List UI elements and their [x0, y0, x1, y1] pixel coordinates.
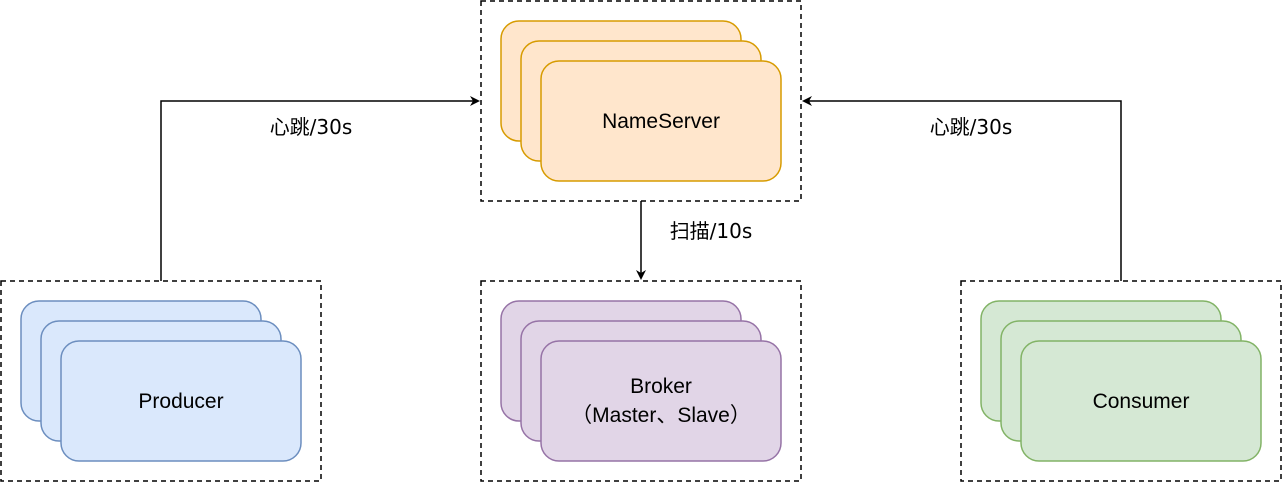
producer-label: Producer — [138, 390, 223, 413]
broker-card-front — [540, 340, 782, 462]
consumer-stack[interactable]: Consumer — [980, 300, 1262, 462]
consumer-heartbeat-label: 心跳/30s — [930, 115, 1013, 139]
nameserver-card-front — [540, 60, 782, 182]
broker-label: Broker — [630, 375, 692, 398]
broker-group — [480, 280, 802, 482]
producer-heartbeat-label: 心跳/30s — [270, 115, 353, 139]
broker-stack[interactable]: Broker （Master、Slave） — [500, 300, 782, 462]
producer-group — [0, 280, 322, 482]
consumer-card-front — [1020, 340, 1262, 462]
consumer-to-nameserver-arrow — [802, 96, 1122, 281]
broker-sublabel: （Master、Slave） — [571, 404, 751, 427]
nameserver-stack[interactable]: NameServer — [500, 20, 782, 182]
nameserver-label: NameServer — [602, 110, 720, 133]
consumer-group — [960, 280, 1282, 482]
producer-stack[interactable]: Producer — [20, 300, 302, 462]
producer-card-front — [60, 340, 302, 462]
broker-scan-label: 扫描/10s — [670, 219, 753, 243]
producer-to-nameserver-arrow — [160, 96, 480, 281]
consumer-label: Consumer — [1093, 390, 1190, 413]
